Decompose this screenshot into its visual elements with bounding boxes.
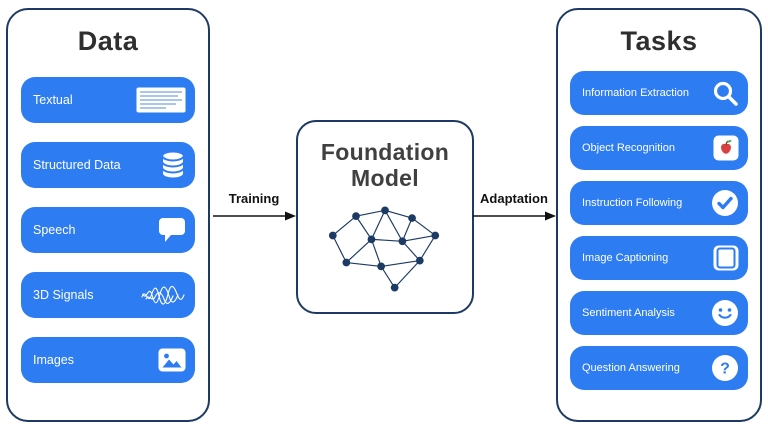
check-circle-icon: [711, 189, 739, 217]
database-icon: [160, 151, 186, 179]
apple-in-box-icon: [713, 135, 739, 161]
smiley-icon: [711, 299, 739, 327]
task-item-list: Information Extraction Object Recognitio…: [558, 57, 760, 390]
task-question-answering: Question Answering ?: [570, 346, 748, 390]
data-item-list: Textual Structured Data: [8, 57, 208, 383]
image-frame-icon: [713, 245, 739, 271]
question-circle-icon: ?: [711, 354, 739, 382]
pill-label: Structured Data: [33, 158, 121, 172]
pill-speech: Speech: [21, 207, 195, 253]
task-image-captioning: Image Captioning: [570, 236, 748, 280]
pill-label: Instruction Following: [582, 197, 683, 209]
svg-text:?: ?: [720, 361, 730, 378]
arrow-right-icon: [213, 211, 296, 221]
task-instruction-following: Instruction Following: [570, 181, 748, 225]
task-information-extraction: Information Extraction: [570, 71, 748, 115]
foundation-model-title: Foundation Model: [320, 139, 450, 191]
image-icon: [158, 348, 186, 372]
text-snippet-icon: [136, 87, 186, 113]
training-arrow: Training: [211, 191, 297, 227]
adaptation-arrow: Adaptation: [471, 191, 557, 227]
pill-structured-data: Structured Data: [21, 142, 195, 188]
training-arrow-label: Training: [228, 191, 280, 206]
pill-images: Images: [21, 337, 195, 383]
pill-label: Question Answering: [582, 362, 680, 374]
pill-label: Object Recognition: [582, 142, 675, 154]
network-graph-icon: [327, 202, 443, 301]
pill-label: Textual: [33, 93, 73, 107]
pill-label: Images: [33, 353, 74, 367]
task-object-recognition: Object Recognition: [570, 126, 748, 170]
speech-bubble-icon: [158, 217, 186, 243]
pill-label: Speech: [33, 223, 76, 237]
waveform-icon: [140, 282, 186, 308]
task-sentiment-analysis: Sentiment Analysis: [570, 291, 748, 335]
foundation-model-box: Foundation Model: [296, 120, 474, 314]
data-panel-title: Data: [77, 26, 139, 56]
pill-label: Image Captioning: [582, 252, 669, 264]
tasks-panel: Tasks Information Extraction Object Reco…: [556, 8, 762, 422]
adaptation-arrow-label: Adaptation: [480, 191, 548, 206]
arrow-right-icon: [473, 211, 556, 221]
pill-label: Sentiment Analysis: [582, 307, 675, 319]
pill-textual: Textual: [21, 77, 195, 123]
magnifier-icon: [711, 79, 739, 107]
pill-label: Information Extraction: [582, 87, 689, 99]
data-panel: Data Textual: [6, 8, 210, 422]
pill-3d-signals: 3D Signals: [21, 272, 195, 318]
tasks-panel-title: Tasks: [620, 26, 698, 56]
pill-label: 3D Signals: [33, 288, 94, 302]
